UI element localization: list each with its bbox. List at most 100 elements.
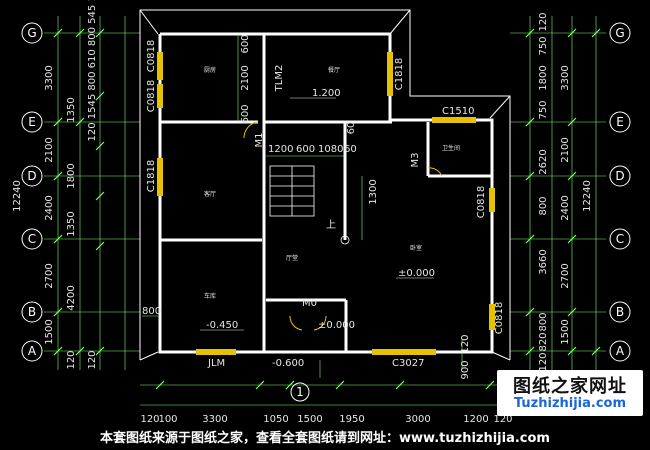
dim-left-total: 12240 — [12, 180, 23, 212]
dim-right-outer: 2700 — [560, 263, 571, 288]
dim-right-outer: 1500 — [560, 319, 571, 344]
dim-bottom: 3000 — [405, 414, 430, 425]
code-window: C1818 — [146, 160, 157, 192]
code-window: C0818 — [146, 80, 157, 112]
dim-bottom: 120 — [493, 414, 512, 425]
room-name: 厨房 — [204, 66, 216, 74]
axis-bubble-bottom-1 — [290, 382, 310, 402]
code-window: C1818 — [394, 58, 405, 90]
axis-bubble-right-D — [609, 165, 631, 187]
stairs — [269, 165, 350, 245]
dim-interior-top: 1200 — [268, 144, 293, 155]
dim-left-outer: 1500 — [44, 319, 55, 344]
dim-v-120: 120 — [460, 334, 471, 353]
dim-bottom: 1500 — [297, 414, 322, 425]
dim-bottom-left: 100 — [158, 414, 177, 425]
code-window: C0818 — [476, 186, 487, 218]
dim-right-total: 12240 — [582, 180, 593, 212]
dim-left-outer: 3300 — [44, 65, 55, 90]
room-name: 餐厅 — [328, 66, 340, 74]
dimension-lines — [57, 16, 597, 406]
axis-label-right: G — [615, 26, 624, 40]
dim-v-2100: 2100 — [240, 65, 251, 90]
dim-left-edge: 120 — [66, 350, 77, 369]
bottom-dimensions: 120 100 3300 1050 1500 1950 3000 1200 12… — [140, 414, 512, 425]
dim-right-outer: 3300 — [560, 65, 571, 90]
opening-codes: C0818 C0818 C1818 TLM2 C1818 C1510 M1 M3… — [146, 40, 505, 369]
elevation-main: ±0.000 — [398, 268, 435, 279]
watermark-box: 图纸之家网址 Tuzhizhijia.com — [497, 370, 643, 416]
elevation-entrance: ±0.000 — [318, 320, 355, 331]
code-door: M1 — [254, 133, 265, 148]
axis-label-left: A — [28, 344, 37, 358]
room-name: 厅堂 — [286, 254, 298, 262]
room-name: 卧室 — [410, 244, 422, 252]
walls — [158, 32, 494, 354]
code-window: C3027 — [392, 358, 424, 369]
axis-bubble-right-G — [609, 22, 631, 44]
axis-label-right: A — [616, 344, 625, 358]
axis-label-left: G — [27, 26, 36, 40]
code-door: JLM — [207, 358, 225, 369]
dim-interior-top: 60 — [344, 144, 357, 155]
axis-label-right: B — [616, 305, 624, 319]
axis-label-left: C — [28, 232, 36, 246]
dim-right-inner: 2620 — [538, 149, 549, 174]
dim-left-mid: 1800 — [66, 163, 77, 188]
axis-letters: G E D C B A G E D C B A 1 — [27, 26, 625, 399]
dim-bottom: 120 — [140, 414, 159, 425]
dim-right-inner: 120 — [538, 12, 549, 31]
code-window: C0818 — [146, 40, 157, 72]
dim-right-inner: 800 — [538, 196, 549, 215]
axis-label-bottom: 1 — [296, 385, 304, 399]
right-dimensions: 120 750 1800 750 2620 800 3660 800 820 1… — [538, 12, 593, 371]
room-name: 车库 — [204, 292, 216, 300]
dim-left-top-chain: 120 1545 800 610 800 545 120 — [87, 0, 98, 142]
dim-v-600a: 600 — [240, 34, 251, 53]
interior-dims — [142, 34, 463, 370]
axis-bubble-right-C — [609, 228, 631, 250]
code-door: M3 — [410, 153, 421, 168]
dim-right-inner: 820 — [538, 332, 549, 351]
dim-right-outer: 2400 — [560, 195, 571, 220]
dim-bottom: 1200 — [463, 414, 488, 425]
elevation-bottom-left: -0.450 — [206, 320, 238, 331]
axis-bubble-right-E — [609, 111, 631, 133]
code-window: C0818 — [494, 302, 505, 334]
watermark-title: 图纸之家网址 — [513, 376, 627, 397]
axis-label-right: C — [616, 232, 624, 246]
dim-right-outer: 2100 — [560, 137, 571, 162]
axis-label-right: E — [616, 115, 624, 129]
axis-label-left: E — [28, 115, 36, 129]
axis-bubble-left-D — [21, 165, 43, 187]
axis-bubble-left-G — [21, 22, 43, 44]
dimension-ticks — [53, 28, 601, 390]
dim-right-inner: 1800 — [538, 65, 549, 90]
axis-grid — [44, 32, 606, 378]
axis-bubble-right-B — [609, 301, 631, 323]
dim-right-inner: 750 — [538, 36, 549, 55]
dim-right-inner: 750 — [538, 100, 549, 119]
code-door: TLM2 — [274, 65, 285, 93]
dim-bottom: 1950 — [339, 414, 364, 425]
code-door: M0 — [302, 298, 317, 309]
dim-bottom: 3300 — [202, 414, 227, 425]
dim-right-inner: 120 — [538, 352, 549, 371]
dim-left-mid: 1350 — [66, 97, 77, 122]
elevations: 1.200 ±0.000 ±0.000 -0.450 -0.600 — [200, 88, 435, 369]
code-window: C1510 — [442, 106, 474, 117]
room-name: 客厅 — [204, 190, 216, 198]
watermark-url: Tuzhizhijia.com — [513, 396, 627, 411]
footer-source-note: 本套图纸来源于图纸之家，查看全套图纸请到网址：www.tuzhizhijia.c… — [100, 431, 550, 446]
room-names: 厨房 餐厅 卫生间 客厅 车库 卧室 厅堂 — [204, 66, 460, 300]
axis-bubble-left-A — [21, 340, 43, 362]
left-dimensions: 3300 2100 2400 2700 1500 12240 1350 1800… — [12, 0, 98, 370]
dim-left-outer: 2400 — [44, 195, 55, 220]
dim-right-inner: 800 — [538, 312, 549, 331]
stair-up-label: 上 — [326, 219, 336, 231]
windows — [157, 52, 495, 355]
dim-interior-top: 1080 — [318, 144, 343, 155]
axis-bubble-right-A — [609, 340, 631, 362]
dim-left-edge: 120 — [87, 350, 98, 369]
room-name: 卫生间 — [442, 144, 460, 152]
